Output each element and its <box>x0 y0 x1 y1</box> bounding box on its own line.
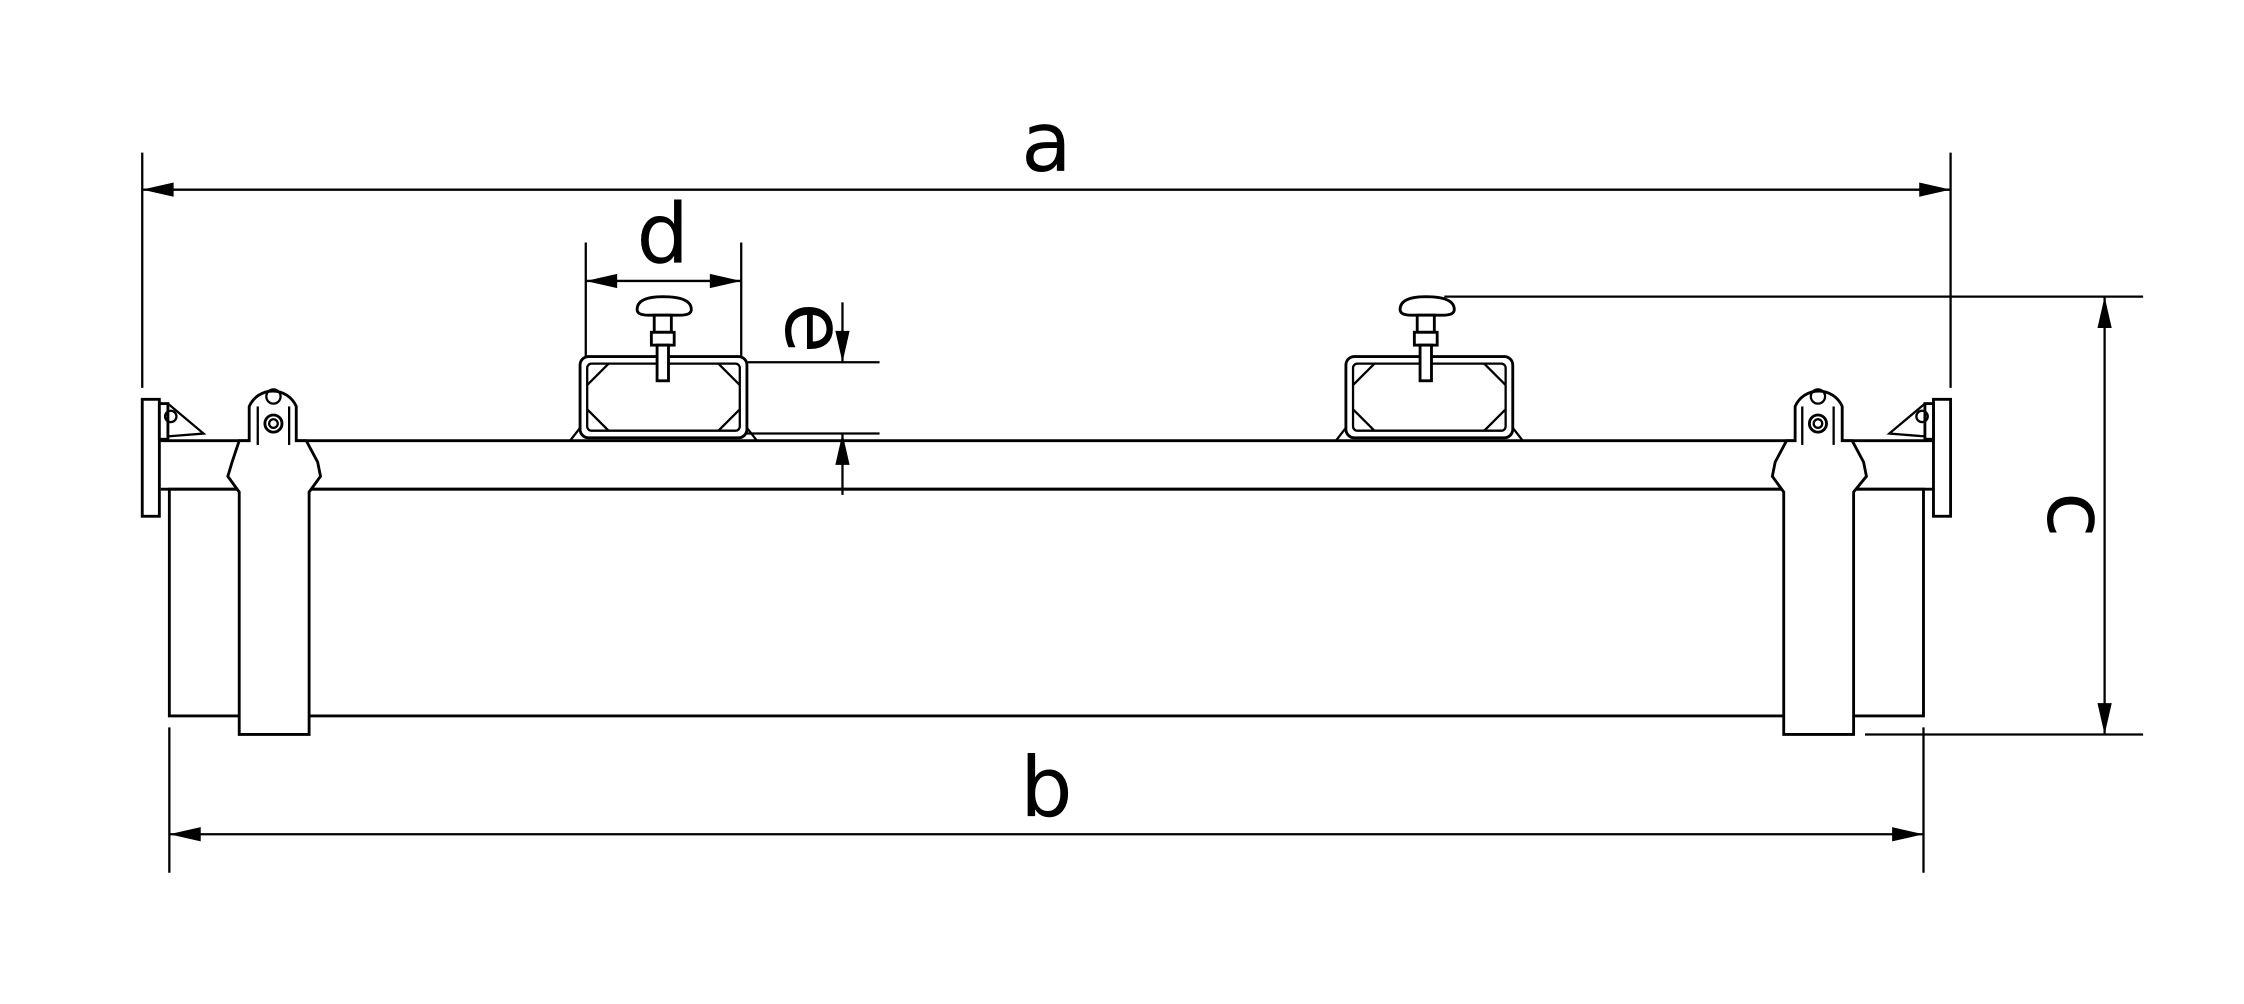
dimension-c: c <box>1444 295 2144 736</box>
main-beam <box>160 439 1938 718</box>
right-end-plate <box>1886 397 1953 518</box>
left-clamp <box>226 388 323 736</box>
right-clamp <box>1770 388 1868 736</box>
dimension-label-c: c <box>2028 492 2125 537</box>
dimension-label-e: e <box>766 303 863 354</box>
left-support-bracket <box>569 355 758 442</box>
dimension-label-d: d <box>637 185 689 282</box>
dimension-e: e <box>746 302 880 495</box>
left-knob <box>635 295 693 383</box>
left-end-plate <box>140 397 207 518</box>
dimension-d: d <box>584 185 743 357</box>
dimension-label-a: a <box>1021 94 1072 191</box>
dimension-label-b: b <box>1020 739 1073 836</box>
dimension-b: b <box>168 727 1925 873</box>
right-knob <box>1398 295 1456 383</box>
dimension-a: a <box>141 94 1952 388</box>
